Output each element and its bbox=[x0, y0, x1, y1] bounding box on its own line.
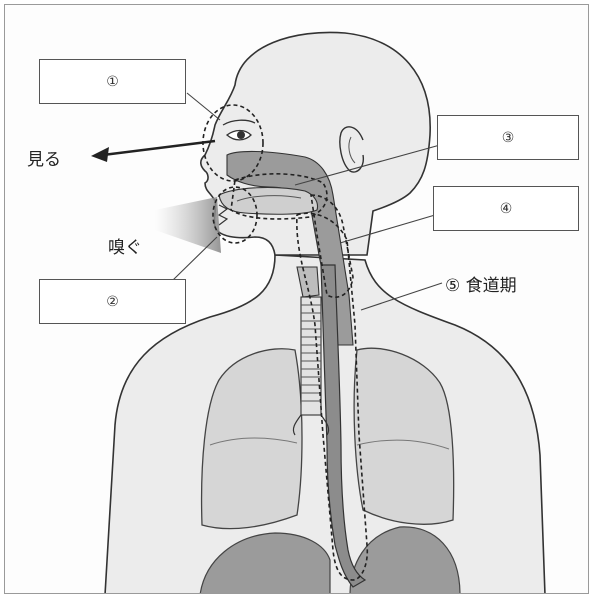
label-box-1[interactable]: ① bbox=[39, 59, 186, 104]
smell-label: 嗅ぐ bbox=[108, 233, 142, 258]
label-box-2[interactable]: ② bbox=[39, 279, 186, 324]
label-box-4-text: ④ bbox=[500, 201, 513, 217]
label-5-esophageal-phase: ⑤ 食道期 bbox=[445, 271, 517, 296]
label-box-1-text: ① bbox=[106, 74, 119, 90]
see-label: 見る bbox=[27, 145, 61, 170]
see-arrow bbox=[103, 141, 215, 155]
smell-gradient bbox=[155, 197, 221, 253]
label-box-3-text: ③ bbox=[502, 130, 515, 146]
figure-frame: ① ② ③ ④ ⑤ 食道期 見る 嗅ぐ bbox=[4, 4, 589, 594]
label-box-4[interactable]: ④ bbox=[433, 186, 579, 231]
label-box-3[interactable]: ③ bbox=[437, 115, 579, 160]
label-box-2-text: ② bbox=[106, 294, 119, 310]
